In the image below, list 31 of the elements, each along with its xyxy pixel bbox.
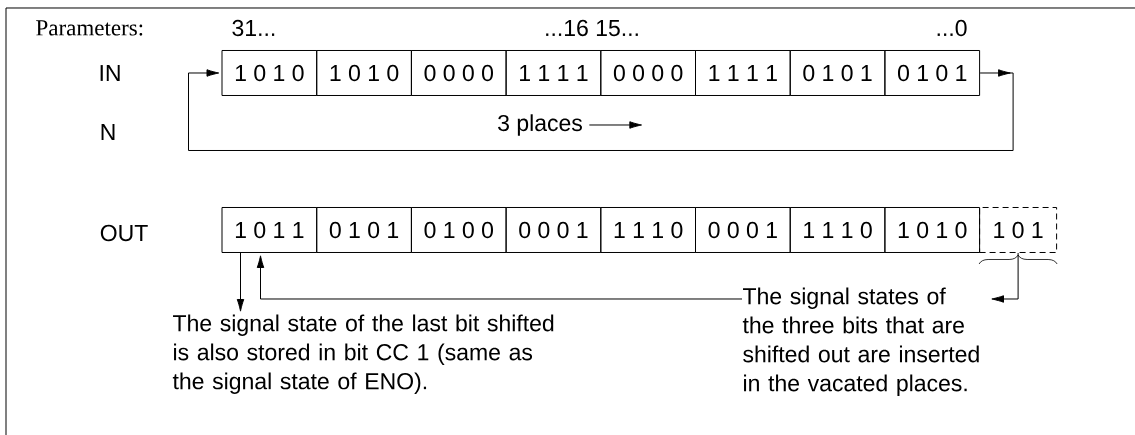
arrow xyxy=(991,252,1019,303)
bit-cell: 0 1 0 1 xyxy=(789,50,886,96)
bit-cell: 0 0 0 1 xyxy=(695,207,791,253)
heading-text: Parameters: xyxy=(36,20,143,36)
bit-range-label: 31... xyxy=(232,19,275,37)
bit-cell: 0 1 0 1 xyxy=(316,207,412,253)
arrow xyxy=(256,255,743,300)
bit-cell: 0 1 0 0 xyxy=(410,207,507,253)
bit-cell: 1 1 1 1 xyxy=(695,50,791,96)
bit-cell: 0 1 0 1 xyxy=(884,50,981,96)
bit-range-label: ...0 xyxy=(937,19,967,37)
arrow xyxy=(236,252,245,312)
bit-cell: 0 0 0 1 xyxy=(505,207,602,253)
bit-range-label: ...16 15... xyxy=(546,19,638,37)
bit-cell: 1 0 1 xyxy=(979,207,1058,253)
arrow xyxy=(188,69,1014,151)
bit-cell: 1 0 1 0 xyxy=(316,50,412,96)
bit-cell: 0 0 0 0 xyxy=(600,50,696,96)
bit-cell: 1 0 1 0 xyxy=(221,50,318,96)
bit-cell: 1 0 1 0 xyxy=(884,207,981,253)
bit-cell: 1 1 1 0 xyxy=(789,207,886,253)
bit-cell: 1 0 1 1 xyxy=(221,207,318,253)
parameter-label: 3 places xyxy=(498,114,582,136)
bit-cell: 1 1 1 0 xyxy=(600,207,696,253)
parameter-label: N xyxy=(101,124,115,140)
bit-cell: 0 0 0 0 xyxy=(410,50,507,96)
parameter-label: IN xyxy=(100,65,120,81)
bit-cell: 1 1 1 1 xyxy=(505,50,602,96)
note-text: The signal state of the last bit shifted is also stored in bit CC 1 (same as the signal state of ENO). xyxy=(172,314,554,394)
note-text: The signal states of the three bits that are shifted out are inserted in the vacated places. xyxy=(742,287,979,396)
parameter-label: OUT xyxy=(100,224,148,242)
